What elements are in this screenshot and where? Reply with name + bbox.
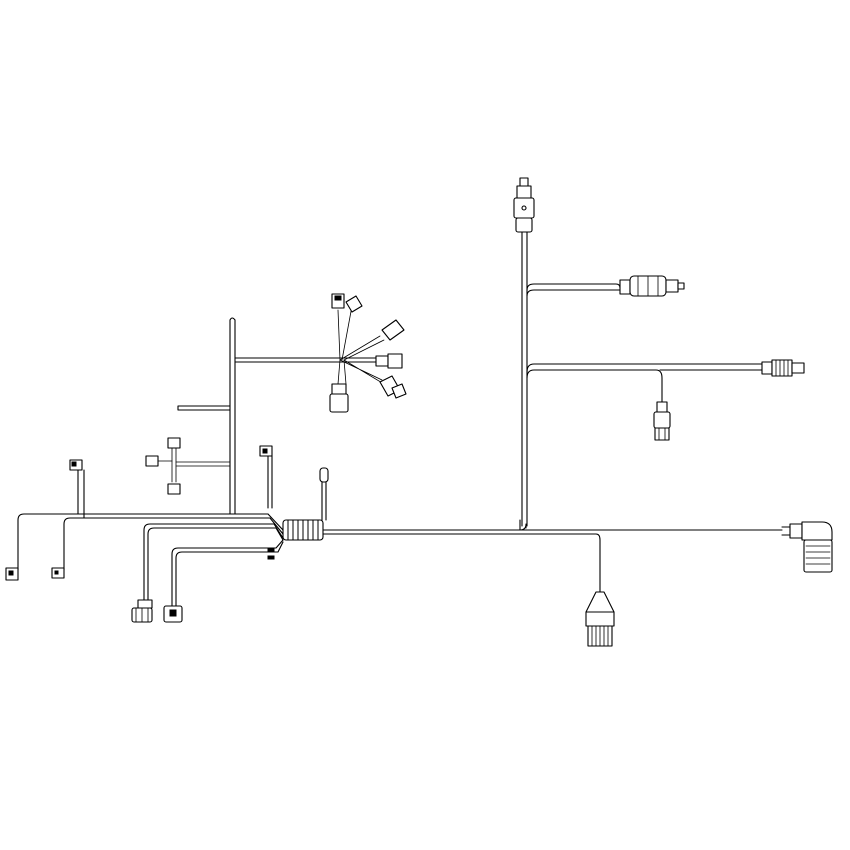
branch-right-upper: [526, 275, 685, 297]
main-trunk: [319, 519, 783, 593]
corrugated-sleeve: [282, 519, 324, 541]
elbow-connector-right: [781, 521, 833, 573]
branch-right-middle: [526, 359, 805, 441]
round-connector-bottom: [585, 591, 615, 647]
vertical-branch-left: [145, 317, 236, 515]
left-bundle: [5, 459, 284, 581]
branch-stub-sleeve: [319, 467, 329, 521]
vertical-branch-top: [513, 177, 535, 527]
lower-left-bundle: [131, 523, 284, 623]
branch-tab-mid: [259, 445, 273, 509]
branch-upper-splay: [234, 293, 407, 413]
